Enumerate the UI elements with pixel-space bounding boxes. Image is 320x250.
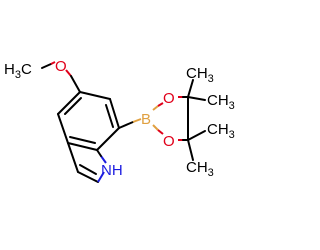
bond-n-c7a-b <box>96 149 102 157</box>
methyl-1-label: CH3 <box>186 65 214 85</box>
methyl-4-label: CH3 <box>186 159 214 179</box>
nh-label: NH <box>101 162 123 179</box>
bond-c7a-c3a <box>67 142 98 151</box>
structure-diagram: H3C O B O O NH CH3 CH3 CH3 CH3 <box>4 58 235 183</box>
bond-c4-c5-double <box>64 97 82 115</box>
bond-c3a-c4 <box>57 113 69 144</box>
methyl-3-label: CH3 <box>207 121 235 141</box>
bond-b-o-top-a <box>152 105 159 111</box>
bond-c6-c7-double <box>105 104 114 128</box>
bond-c4-c5 <box>57 91 81 115</box>
bond-o-methoxy-b <box>65 69 72 77</box>
methoxy-carbon-label: H3C <box>4 61 32 81</box>
bond-methyl-1 <box>187 79 194 98</box>
bond-o-c5 <box>70 75 81 93</box>
bond-b-o-bottom-b <box>157 129 164 135</box>
boron-label: B <box>141 111 151 128</box>
bond-c-o-methoxy <box>41 63 52 69</box>
bond-methyl-2 <box>187 96 206 101</box>
methyl-2-label: CH3 <box>207 92 235 112</box>
bond-b-o-bottom-a <box>152 124 159 131</box>
bond-methyl-3 <box>187 130 206 141</box>
bond-methyl-4 <box>187 139 194 161</box>
bond-c7-b-b <box>132 118 142 123</box>
bond-c3a-c3 <box>67 142 79 173</box>
bonds <box>41 61 206 183</box>
methoxy-oxygen-label: O <box>55 58 67 75</box>
bond-c2-n <box>97 171 105 183</box>
bond-c3-c2 <box>77 171 99 183</box>
bond-c7-b-a <box>118 121 134 129</box>
bond-o-methoxy-a <box>50 61 56 65</box>
bond-b-o-top-b <box>157 102 164 107</box>
ring-oxygen-top-label: O <box>163 90 175 107</box>
bond-n-c7a <box>100 155 107 164</box>
bond-c7-c7a <box>96 127 120 151</box>
bond-c6-c7 <box>109 98 120 129</box>
bond-c7a-c3a-double <box>69 136 96 144</box>
bond-c3-c2-double <box>79 164 97 175</box>
atom-labels: H3C O B O O NH CH3 CH3 CH3 CH3 <box>4 58 235 179</box>
ring-oxygen-bottom-label: O <box>163 133 175 150</box>
bond-c5-c6 <box>79 91 111 100</box>
